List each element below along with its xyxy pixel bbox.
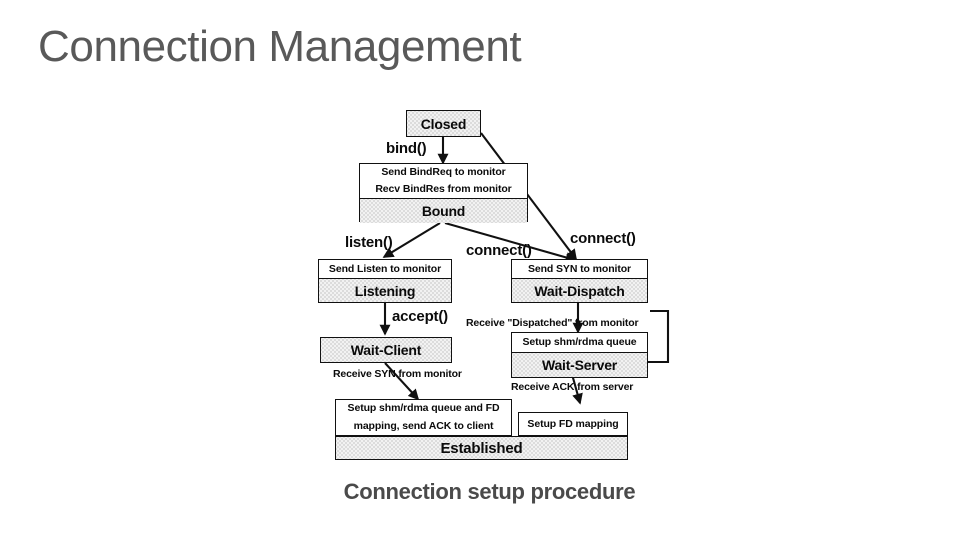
state-label: Listening [319, 278, 451, 302]
edge-label-accept: accept() [392, 308, 448, 325]
edge-wait-client-to-server-setup [384, 362, 420, 401]
node-bound[interactable]: Send BindReq to monitor Recv BindRes fro… [359, 163, 528, 223]
node-wait-client[interactable]: Wait-Client [320, 337, 452, 363]
edge-bound-to-wait-dispatch [444, 221, 577, 263]
node-server-setup[interactable]: Setup shm/rdma queue and FD mapping, sen… [335, 399, 512, 436]
node-established[interactable]: Established [335, 436, 628, 460]
state-label: Wait-Dispatch [512, 278, 647, 302]
state-label: Wait-Server [512, 352, 647, 377]
state-label: Closed [407, 111, 480, 136]
state-label: Wait-Client [321, 338, 451, 362]
action-label: Setup shm/rdma queue and FD [336, 400, 511, 418]
edge-label-listen: listen() [345, 234, 393, 251]
state-label: Established [336, 437, 627, 459]
action-label: Recv BindRes from monitor [360, 181, 527, 198]
node-listening[interactable]: Send Listen to monitor Listening [318, 259, 452, 303]
figure-caption: Connection setup procedure [343, 479, 636, 504]
edge-label-connect-left: connect() [466, 242, 532, 259]
action-label: Send Listen to monitor [319, 260, 451, 278]
state-label: Bound [360, 198, 527, 223]
edge-label-bind: bind() [386, 140, 427, 157]
node-client-setup[interactable]: Setup FD mapping [518, 412, 628, 436]
node-wait-dispatch[interactable]: Send SYN to monitor Wait-Dispatch [511, 259, 648, 303]
edge-wait-server-loop [648, 309, 670, 364]
edge-label-receive-syn: Receive SYN from monitor [333, 368, 462, 380]
action-label: Send SYN to monitor [512, 260, 647, 278]
page-title: Connection Management [38, 22, 522, 71]
edge-label-receive-dispatched: Receive "Dispatched" from monitor [466, 317, 639, 329]
edge-closed-to-wait-dispatch [480, 132, 577, 261]
edge-label-receive-ack: Receive ACK from server [511, 381, 634, 393]
node-closed[interactable]: Closed [406, 110, 481, 137]
action-label: Setup shm/rdma queue [512, 333, 647, 352]
edge-bound-to-listening [382, 222, 441, 258]
action-label: Setup FD mapping [519, 413, 627, 435]
edge-label-connect-right: connect() [570, 230, 636, 247]
action-label: mapping, send ACK to client [336, 418, 511, 435]
node-wait-server[interactable]: Setup shm/rdma queue Wait-Server [511, 332, 648, 378]
action-label: Send BindReq to monitor [360, 164, 527, 181]
